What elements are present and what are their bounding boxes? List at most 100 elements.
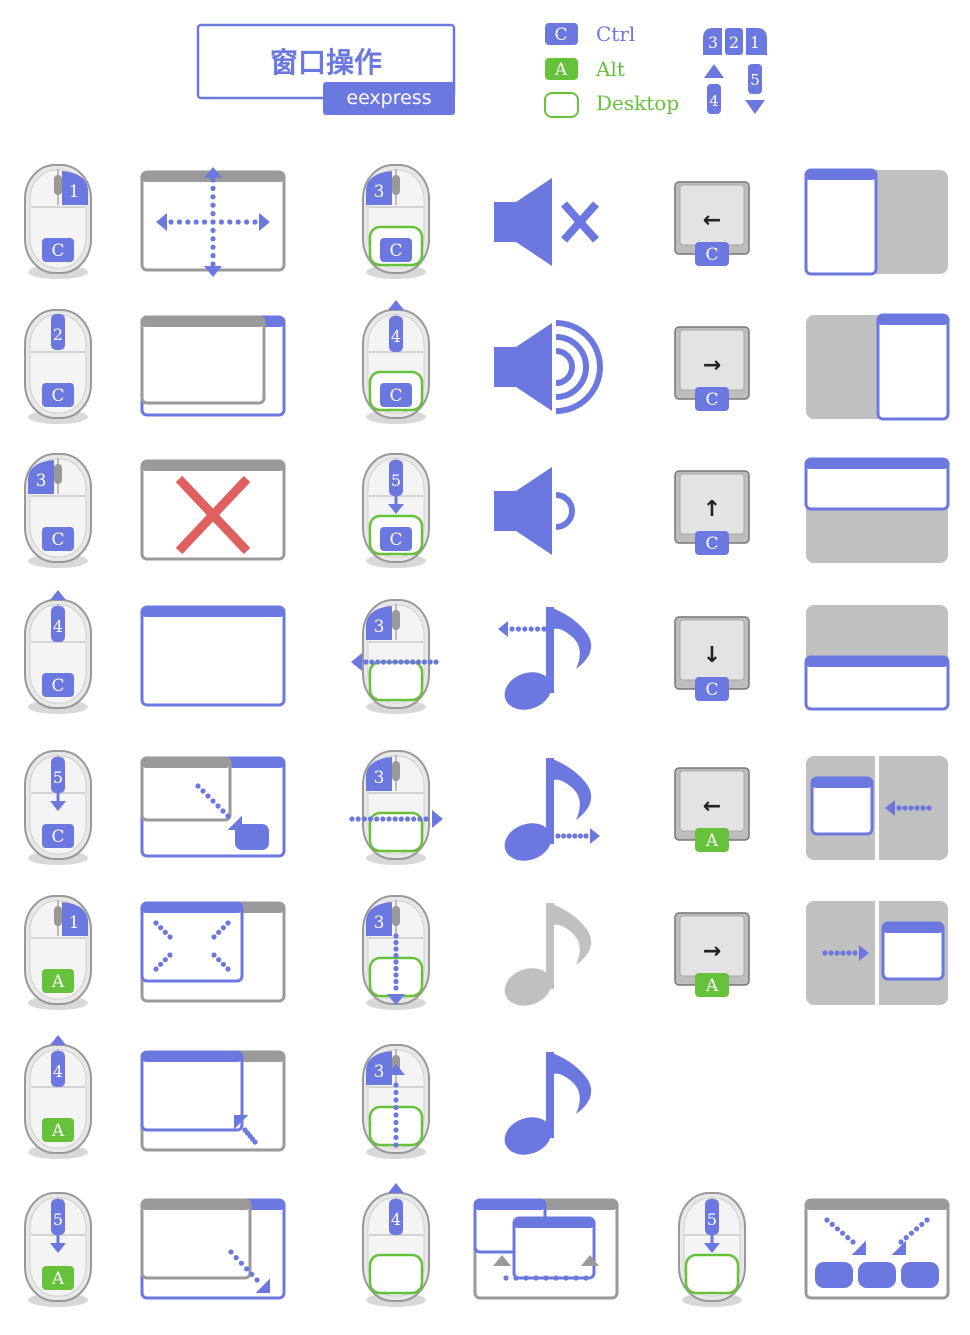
note-icon	[504, 903, 592, 1006]
win-max-icon	[140, 605, 286, 707]
svg-text:C: C	[705, 245, 718, 265]
note-icon	[498, 607, 592, 710]
svg-text:→: →	[703, 353, 721, 378]
svg-text:2: 2	[53, 325, 63, 344]
svg-text:5: 5	[391, 471, 401, 490]
svg-text:C: C	[51, 676, 64, 696]
win-raise-icon	[140, 315, 286, 417]
svg-text:1: 1	[750, 33, 760, 52]
svg-text:A: A	[51, 972, 65, 992]
author-badge	[323, 82, 455, 115]
tile-left-icon	[804, 168, 948, 276]
tile-right-icon	[806, 313, 950, 421]
svg-text:3: 3	[708, 33, 718, 52]
svg-text:C: C	[51, 827, 64, 847]
ws-right-icon	[806, 901, 948, 1005]
mouse-icon: 4C	[362, 300, 430, 424]
svg-text:C: C	[389, 386, 402, 406]
svg-text:1: 1	[69, 182, 80, 202]
vol-down-icon	[494, 467, 575, 555]
svg-text:5: 5	[53, 1210, 63, 1229]
svg-text:4: 4	[53, 1062, 63, 1081]
ctrl-legend-label: Ctrl	[596, 22, 635, 46]
svg-text:↑: ↑	[703, 497, 721, 522]
mouse-icon: 3	[362, 895, 430, 1010]
vol-mute-icon	[494, 178, 599, 266]
win-shrink-icon	[140, 1198, 286, 1300]
svg-text:4: 4	[709, 92, 719, 110]
ws-left-icon	[806, 756, 948, 860]
mouse-icon: 3	[349, 750, 443, 865]
svg-text:↓: ↓	[703, 643, 721, 668]
svg-text:1: 1	[69, 913, 80, 933]
svg-text:3: 3	[374, 1062, 385, 1082]
mouse-buttons-legend: 3 2 1 4 5	[703, 28, 767, 114]
win-expose-icon	[804, 1198, 950, 1300]
win-resize-icon	[140, 901, 286, 1003]
svg-text:C: C	[51, 530, 64, 550]
win-cycle-icon	[473, 1198, 619, 1300]
page-title: 窗口操作	[270, 46, 382, 79]
ctrl-legend-swatch	[545, 23, 578, 45]
mouse-icon: 3C	[24, 453, 92, 568]
svg-text:A: A	[51, 1269, 65, 1289]
svg-text:5: 5	[707, 1210, 717, 1229]
mouse-icon: 3	[351, 599, 439, 714]
svg-text:C: C	[705, 534, 718, 554]
mouse-icon: 3C	[362, 164, 430, 279]
note-icon	[504, 1052, 592, 1155]
key-icon: ←A	[674, 767, 750, 852]
vol-up-icon	[494, 320, 603, 414]
tile-top-icon	[804, 457, 950, 563]
mouse-icon: 5C	[362, 453, 430, 568]
desktop-legend-swatch	[544, 92, 579, 118]
key-icon: ↑C	[674, 470, 750, 555]
mouse-icon: 1C	[24, 164, 92, 279]
svg-text:3: 3	[374, 182, 385, 202]
key-icon: ←C	[674, 181, 750, 266]
key-icon: →A	[674, 912, 750, 997]
svg-text:C: C	[389, 241, 402, 261]
ctrl-legend-key: C	[554, 25, 567, 45]
header-graphic: 窗口操作 eexpress C Ctrl A Alt Desktop 3 2 1…	[196, 22, 767, 118]
svg-text:C: C	[705, 680, 718, 700]
svg-text:3: 3	[36, 471, 47, 491]
mouse-icon: 4C	[24, 590, 92, 714]
svg-text:5: 5	[750, 71, 760, 89]
svg-text:←: ←	[703, 208, 721, 233]
svg-text:A: A	[51, 1121, 65, 1141]
svg-text:C: C	[389, 530, 402, 550]
svg-text:4: 4	[53, 617, 63, 636]
win-min-icon	[140, 756, 286, 858]
mouse-icon: 4	[362, 1183, 430, 1307]
svg-text:4: 4	[391, 327, 401, 346]
note-icon	[504, 758, 600, 861]
svg-text:2: 2	[729, 33, 739, 52]
win-close-icon	[140, 459, 286, 561]
desktop-legend-label: Desktop	[596, 91, 679, 115]
svg-text:A: A	[705, 831, 719, 851]
svg-text:5: 5	[53, 768, 63, 787]
svg-text:3: 3	[374, 617, 385, 637]
author-label: eexpress	[346, 87, 431, 109]
svg-text:C: C	[51, 386, 64, 406]
svg-text:→: →	[703, 939, 721, 964]
alt-legend-key: A	[554, 60, 568, 80]
tile-bottom-icon	[804, 605, 950, 711]
win-move-icon	[140, 167, 286, 277]
mouse-icon: 5	[678, 1192, 746, 1307]
alt-legend-swatch	[545, 58, 578, 80]
mouse-icon: 5A	[24, 1192, 92, 1307]
svg-text:C: C	[705, 390, 718, 410]
header: 窗口操作 eexpress C Ctrl A Alt Desktop 3 2 1…	[0, 0, 970, 140]
mouse-icon: 2C	[24, 309, 92, 424]
key-icon: →C	[674, 326, 750, 411]
mouse-icon: 5C	[24, 750, 92, 865]
key-icon: ↓C	[674, 616, 750, 701]
mouse-icon: 3	[362, 1044, 430, 1159]
mouse-icon: 4A	[24, 1035, 92, 1159]
mouse-icon: 1A	[24, 895, 92, 1010]
svg-text:C: C	[51, 241, 64, 261]
alt-legend-label: Alt	[595, 57, 625, 81]
